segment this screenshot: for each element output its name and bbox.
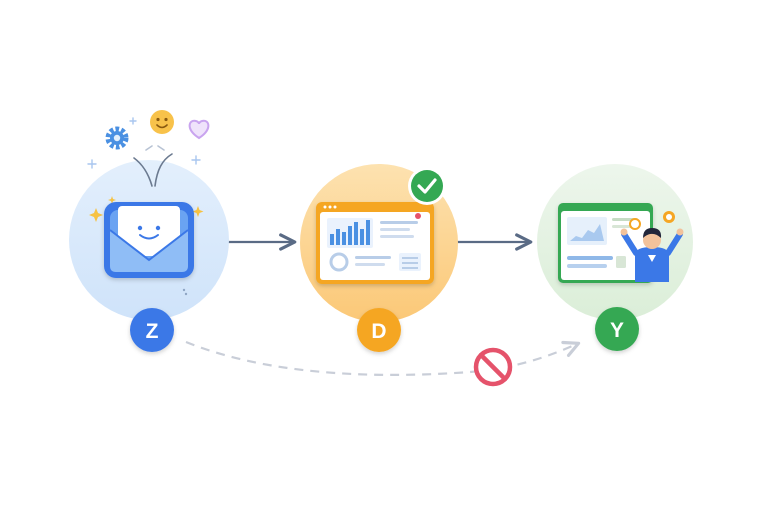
checkmark-icon: [408, 167, 446, 205]
prohibited-icon: [473, 347, 513, 387]
edge-z-to-y-dashed: [185, 340, 581, 376]
heart-icon: [188, 119, 210, 140]
node-d-label: D: [371, 320, 386, 343]
dashboard-window-icon: [316, 202, 434, 284]
sparkle-icon: [87, 117, 201, 169]
burst-lines: [133, 145, 173, 187]
node-y: Y: [537, 164, 693, 351]
dots: [182, 288, 188, 296]
mail-envelope-icon: [104, 202, 194, 278]
smiley-icon: [150, 110, 174, 134]
gear-icon: [105, 126, 129, 150]
node-d-badge[interactable]: D: [357, 308, 401, 352]
sparkle-icon: [89, 196, 204, 222]
node-z-label: Z: [146, 320, 159, 343]
person-icon: [620, 228, 684, 282]
mini-badge-icon: [629, 218, 641, 230]
node-d: D: [300, 164, 458, 352]
node-y-label: Y: [610, 319, 624, 342]
node-z: Z: [69, 110, 229, 352]
node-y-badge[interactable]: Y: [595, 307, 639, 351]
dashboard-person-icon: [558, 203, 684, 283]
node-z-badge[interactable]: Z: [130, 308, 174, 352]
